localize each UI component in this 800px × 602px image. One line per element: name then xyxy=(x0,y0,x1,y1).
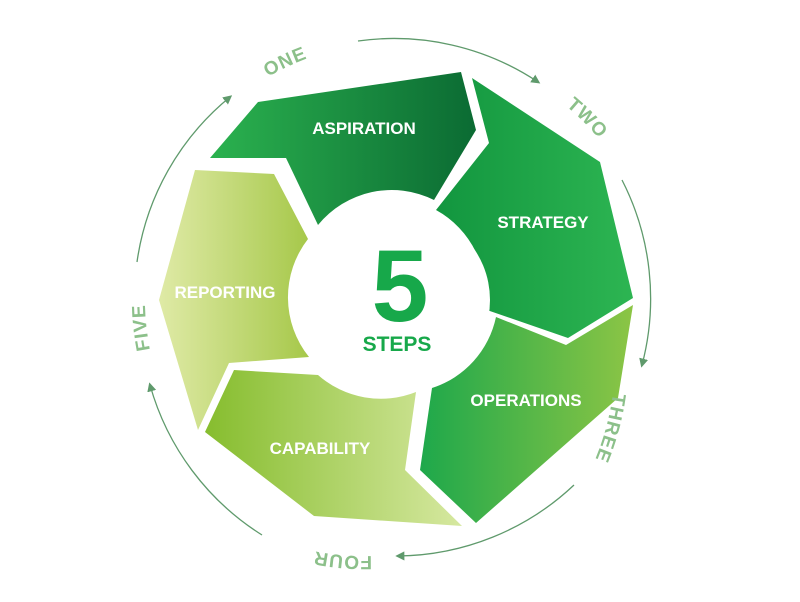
ordinal-label-two: TWO xyxy=(563,94,612,143)
arrow-five-to-one xyxy=(136,95,233,263)
segment-aspiration xyxy=(210,72,476,225)
segment-reporting xyxy=(159,170,309,430)
segment-capability xyxy=(205,370,462,526)
center-label: STEPS xyxy=(363,333,432,356)
center-circle xyxy=(310,210,490,390)
center-number: 5 xyxy=(372,229,429,343)
arrow-one-to-two xyxy=(357,37,541,84)
ordinal-label-one: ONE xyxy=(260,43,309,81)
segments xyxy=(159,72,633,526)
segment-label-strategy: STRATEGY xyxy=(497,213,589,232)
segment-operations xyxy=(420,305,633,523)
ordinal-label-four: FOUR xyxy=(312,546,372,572)
cycle-arrows xyxy=(136,37,652,561)
segment-label-aspiration: ASPIRATION xyxy=(312,119,416,138)
ordinal-label-five: FIVE xyxy=(129,304,155,353)
segment-label-operations: OPERATIONS xyxy=(470,391,581,410)
arrow-three-to-four xyxy=(395,484,575,561)
segment-label-reporting: REPORTING xyxy=(174,283,275,302)
arrow-four-to-five xyxy=(147,382,263,536)
arrow-two-to-three xyxy=(621,179,652,368)
segment-label-capability: CAPABILITY xyxy=(270,439,371,458)
